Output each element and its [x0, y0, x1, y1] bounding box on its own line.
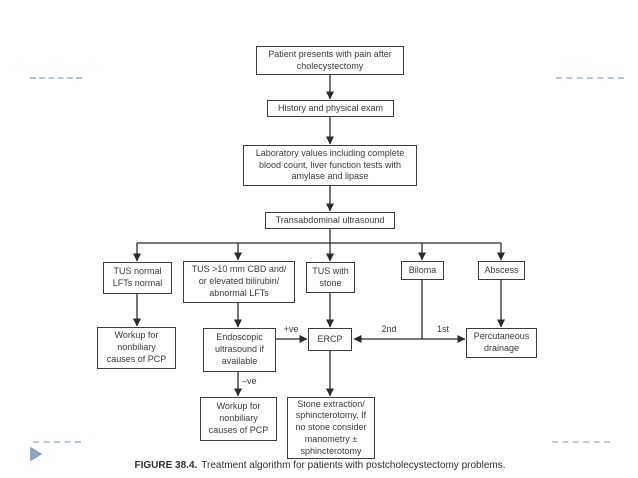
node-patient: Patient presents with pain after cholecy…	[256, 46, 404, 75]
play-triangle-icon	[30, 446, 42, 466]
figure-caption: FIGURE 38.4.Treatment algorithm for pati…	[95, 460, 545, 471]
crop-mark-bottom-right	[552, 441, 610, 443]
edge-label-negative: –ve	[242, 376, 257, 386]
node-workup-nonbiliary-1: Workup for nonbiliary causes of PCP	[97, 327, 176, 369]
crop-mark-top-right	[556, 77, 624, 79]
edge-label-positive: +ve	[283, 324, 299, 334]
node-percutaneous-drainage: Percutaneous drainage	[466, 328, 537, 358]
crop-mark-bottom-left	[33, 441, 81, 443]
node-lab-values: Laboratory values including complete blo…	[243, 145, 417, 186]
crop-mark-top-left	[30, 77, 82, 79]
node-stone-extraction: Stone extraction/ sphincterotomy. If no …	[287, 397, 375, 459]
node-tus-with-stone: TUS with stone	[306, 262, 355, 293]
node-history-exam: History and physical exam	[267, 100, 394, 117]
node-endoscopic-ultrasound: Endoscopic ultrasound if available	[203, 328, 276, 372]
edge-label-second: 2nd	[381, 324, 397, 334]
node-workup-nonbiliary-2: Workup for nonbiliary causes of PCP	[200, 397, 277, 441]
node-tus-normal: TUS normal LFTs normal	[103, 262, 172, 294]
figure-caption-label: FIGURE 38.4.	[134, 460, 198, 471]
edge-label-first: 1st	[436, 324, 449, 334]
node-biloma: Biloma	[401, 261, 444, 280]
figure-caption-text: Treatment algorithm for patients with po…	[201, 460, 506, 471]
node-tus-cbd-elevated: TUS >10 mm CBD and/ or elevated bilirubi…	[183, 261, 295, 303]
node-transabdominal-ultrasound: Transabdominal ultrasound	[265, 212, 395, 229]
node-ercp: ERCP	[308, 328, 352, 351]
node-abscess: Abscess	[478, 261, 525, 280]
